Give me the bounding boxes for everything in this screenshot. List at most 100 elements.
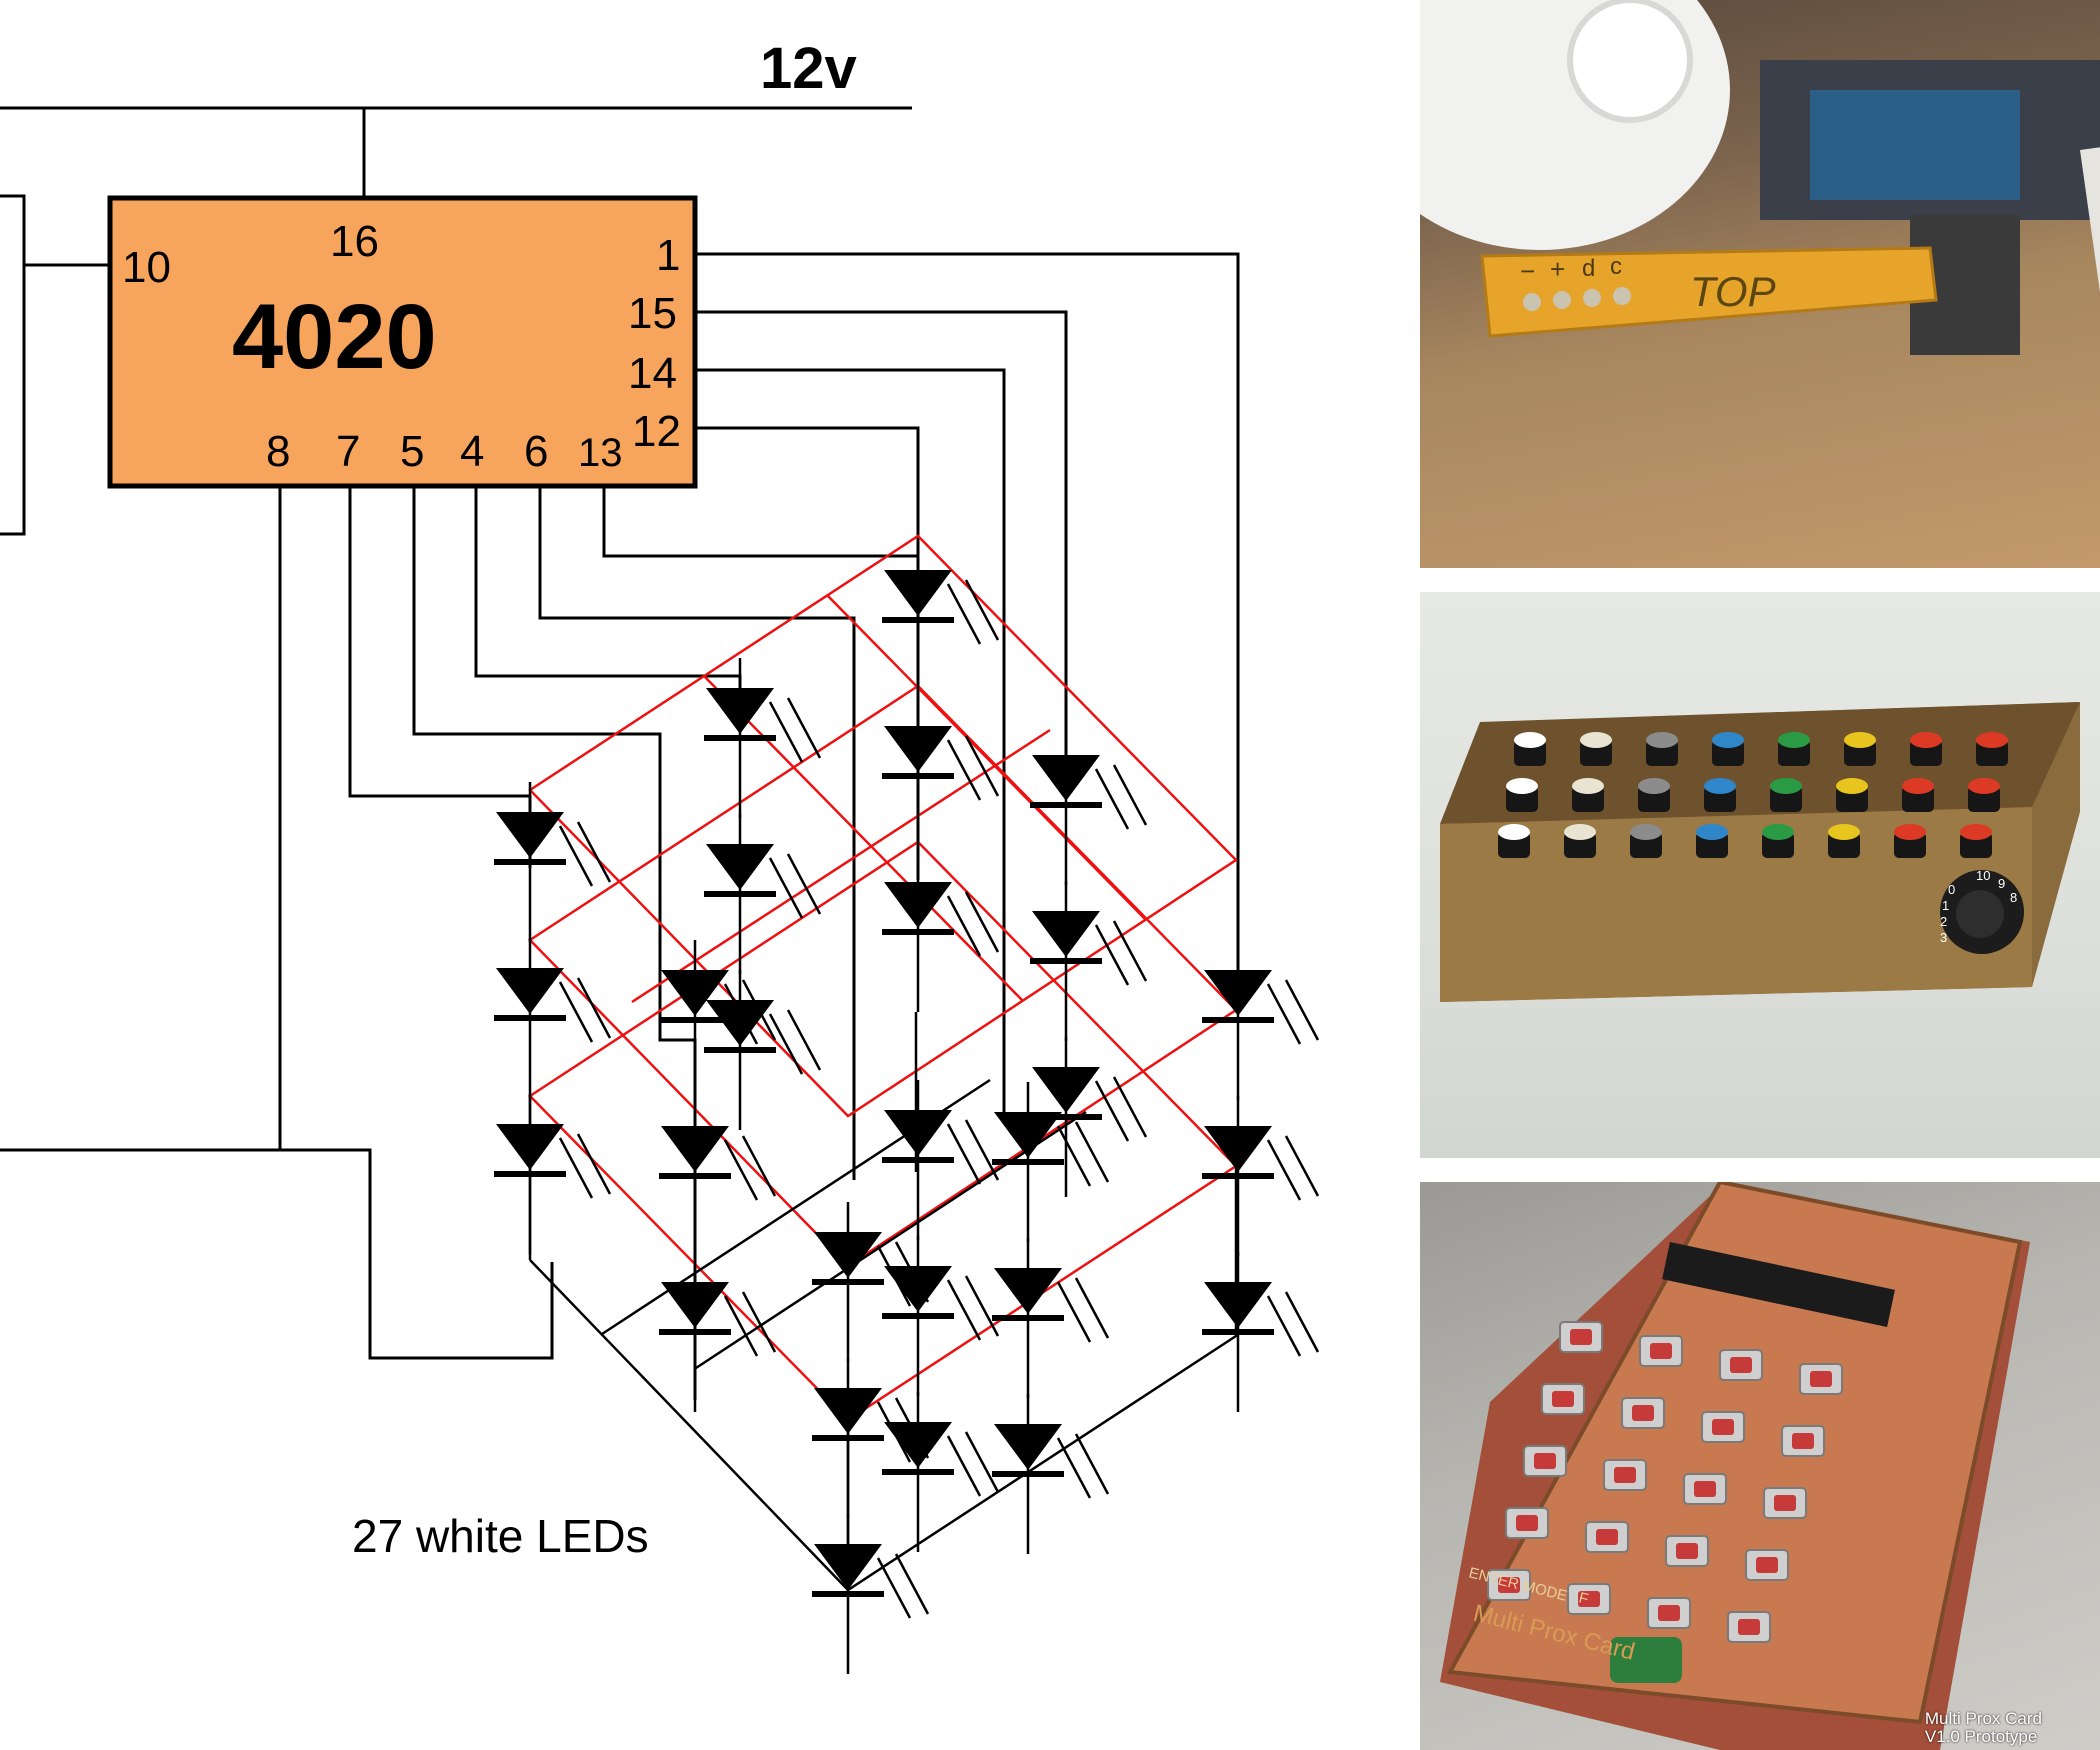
- pcb-top-label: TOP: [1690, 268, 1776, 315]
- tactile-button-icon: [1559, 1321, 1603, 1353]
- tactile-button-icon: [1639, 1335, 1683, 1367]
- knob-icon: [1646, 732, 1678, 766]
- pin-bottom-label: 6: [524, 427, 548, 476]
- chip-name: 4020: [232, 286, 437, 388]
- knob-icon: [1836, 778, 1868, 812]
- pin-bottom-label: 8: [266, 427, 290, 476]
- pcb-pin-label: c: [1610, 253, 1622, 280]
- pin-bottom-label: 13: [578, 431, 623, 475]
- tactile-button-icon: [1799, 1363, 1843, 1395]
- svg-text:1: 1: [1942, 898, 1949, 913]
- tactile-button-icon: [1745, 1549, 1789, 1581]
- tactile-button-icon: [1567, 1583, 1611, 1615]
- column-wires-right: [695, 252, 1240, 1120]
- tactile-button-icon: [1621, 1397, 1665, 1429]
- pcb-pin-label: +: [1550, 254, 1565, 284]
- pin-right-label: 14: [628, 349, 677, 398]
- knob-icon: [1514, 732, 1546, 766]
- knob-icon: [1770, 778, 1802, 812]
- tactile-button-icon: [1505, 1507, 1549, 1539]
- led-diode-icon: [882, 696, 1000, 856]
- knob-icon: [1572, 778, 1604, 812]
- chip-4020: 4020 16 10 1 15 14 12 8 7 5 4 6 13: [107, 195, 698, 489]
- led-cube-schematic: 12v 4020 16 10 1 15 14 12 8 7 5 4 6 13: [0, 36, 1320, 1674]
- led-diode-icon: [992, 1082, 1110, 1242]
- pin-bottom-label: 4: [460, 427, 484, 476]
- svg-text:2: 2: [1940, 914, 1947, 929]
- led-diode-icon: [882, 1392, 1000, 1552]
- pin-right-label: 15: [628, 289, 677, 338]
- pin-right-label: 1: [656, 231, 680, 280]
- pcb-pad: [1523, 287, 1631, 311]
- led-diode-icon: [1030, 881, 1148, 1041]
- pcb-label: F: [1577, 1589, 1590, 1608]
- svg-text:9: 9: [1998, 876, 2005, 891]
- tactile-button-icon: [1647, 1597, 1691, 1629]
- led-diode-icon: [494, 1094, 612, 1254]
- tactile-button-icon: [1683, 1473, 1727, 1505]
- led-diode-icon: [882, 540, 1000, 700]
- led-diode-icon: [1202, 940, 1320, 1100]
- led-diode-icon: [992, 1238, 1110, 1398]
- tactile-button-icon: [1585, 1521, 1629, 1553]
- tactile-button-icon: [1727, 1611, 1771, 1643]
- knob-icon: [1564, 824, 1596, 858]
- cube-frame: [528, 1012, 1238, 1592]
- led-caption: 27 white LEDs: [352, 1510, 649, 1562]
- knob-icon: [1968, 778, 2000, 812]
- tactile-button-icon: [1763, 1487, 1807, 1519]
- pin-top-label: 16: [330, 217, 379, 266]
- led-diode-icon: [659, 1096, 777, 1256]
- led-diode-icon: [1202, 1252, 1320, 1412]
- caption-line: Multi Prox Card: [1924, 1709, 2042, 1728]
- knob-icon: [1778, 732, 1810, 766]
- knob-icon: [1498, 824, 1530, 858]
- knob-icon: [1960, 824, 1992, 858]
- led-diode-icon: [494, 782, 612, 942]
- tactile-button-icon: [1603, 1459, 1647, 1491]
- led-diode-icon: [992, 1394, 1110, 1554]
- knob-icon: [1704, 778, 1736, 812]
- knob-icon: [1712, 732, 1744, 766]
- knob-icon: [1630, 824, 1662, 858]
- led-diode-icon: [704, 658, 822, 818]
- keypad-buttons: [1487, 1321, 1843, 1643]
- wii-nunchuk-connector-photo: − + d c TOP: [1420, 0, 2100, 568]
- tactile-button-icon: [1781, 1425, 1825, 1457]
- layer-planes: [528, 534, 1238, 1422]
- led-array: [494, 540, 1320, 1674]
- dial-scale: 3 2 1 0 10 9 8: [1940, 868, 2017, 945]
- tactile-button-icon: [1701, 1411, 1745, 1443]
- led-diode-icon: [659, 940, 777, 1100]
- pcb-pin-label: −: [1520, 256, 1535, 286]
- tactile-button-icon: [1719, 1349, 1763, 1381]
- pcb-pin-label: d: [1582, 255, 1595, 282]
- knob-icon: [1580, 732, 1612, 766]
- led-diode-icon: [659, 1252, 777, 1412]
- knob-icon: [1844, 732, 1876, 766]
- led-diode-icon: [1030, 725, 1148, 885]
- led-diode-icon: [704, 814, 822, 974]
- led-diode-icon: [812, 1514, 930, 1674]
- supply-label: 12v: [760, 36, 857, 101]
- led-diode-icon: [812, 1358, 930, 1518]
- pin-bottom-label: 5: [400, 427, 424, 476]
- led-diode-icon: [494, 938, 612, 1098]
- knob-icon: [1910, 732, 1942, 766]
- pin-bottom-label: 7: [336, 427, 360, 476]
- tactile-button-icon: [1523, 1445, 1567, 1477]
- photo-caption: Multi Prox Card V1.0 Prototype: [1925, 1710, 2042, 1746]
- tactile-button-icon: [1487, 1569, 1531, 1601]
- tactile-button-icon: [1665, 1535, 1709, 1567]
- caption-line: V1.0 Prototype: [1924, 1727, 2038, 1746]
- knob-icon: [1506, 778, 1538, 812]
- knob-controller-box-photo: 3 2 1 0 10 9 8: [1420, 592, 2100, 1158]
- tactile-button-icon: [1541, 1383, 1585, 1415]
- svg-text:10: 10: [1976, 868, 1990, 883]
- svg-text:8: 8: [2010, 890, 2017, 905]
- knob-icon: [1828, 824, 1860, 858]
- left-circuit-stub: [0, 194, 280, 1152]
- led-diode-icon: [704, 970, 822, 1130]
- led-diode-icon: [1202, 1096, 1320, 1256]
- knob-icon: [1894, 824, 1926, 858]
